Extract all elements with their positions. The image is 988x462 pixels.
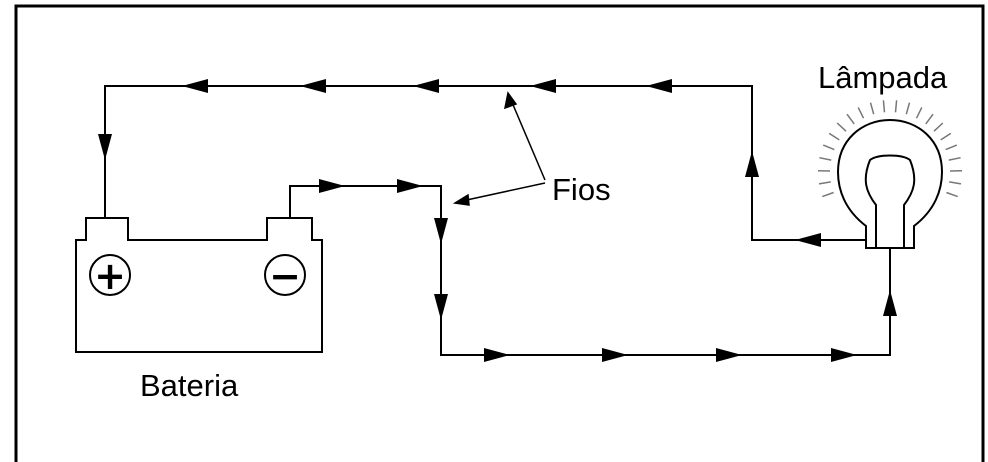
light-bulb-icon: [817, 100, 963, 249]
arrow-icon: [300, 79, 326, 93]
arrow-icon: [397, 179, 423, 193]
glow-ray: [945, 144, 958, 151]
lamp-label: Lâmpada: [818, 60, 948, 95]
wire-bottom: [289, 185, 891, 356]
positive-terminal: [89, 254, 131, 296]
arrow-icon: [434, 294, 448, 320]
arrow-icon: [182, 79, 208, 93]
arrow-icon: [98, 134, 112, 160]
arrow-icon: [646, 79, 672, 93]
glow-ray: [933, 122, 944, 132]
glow-ray: [905, 102, 911, 115]
glow-ray: [818, 181, 831, 185]
glow-ray: [940, 132, 952, 141]
arrow-icon: [434, 218, 448, 244]
arrow-icon: [831, 348, 857, 362]
glow-ray: [819, 156, 832, 161]
glow-ray: [949, 181, 962, 185]
glow-ray: [948, 156, 961, 161]
battery-icon: + −: [75, 217, 323, 353]
arrow-icon: [745, 151, 759, 177]
glow-ray: [869, 102, 875, 115]
wire-top: [104, 85, 866, 241]
arrow-icon: [795, 233, 821, 247]
glow-ray: [946, 191, 958, 198]
glow-ray: [846, 113, 855, 125]
arrow-icon: [413, 79, 439, 93]
negative-terminal: [264, 254, 306, 296]
glow-ray: [828, 132, 840, 141]
bulb-glass: [836, 118, 944, 249]
glow-rays: [817, 100, 963, 198]
glow-ray: [894, 100, 898, 113]
glow-ray: [836, 122, 847, 132]
negative-sign: −: [269, 254, 301, 298]
glow-ray: [857, 107, 865, 119]
wires-label: Fios: [552, 172, 611, 207]
arrow-icon: [319, 179, 345, 193]
arrow-icon: [602, 348, 628, 362]
glow-ray: [925, 113, 934, 125]
diagram-frame: [14, 4, 985, 462]
arrow-icon: [883, 290, 897, 316]
glow-ray: [822, 144, 835, 151]
positive-sign: +: [94, 254, 126, 298]
glow-ray: [822, 191, 834, 198]
arrow-icon: [716, 348, 742, 362]
bulb-filament: [864, 154, 916, 248]
battery-label: Bateria: [140, 368, 239, 403]
glow-ray: [915, 107, 923, 119]
arrow-icon: [484, 348, 510, 362]
current-arrows: [98, 79, 897, 362]
arrow-icon: [530, 79, 556, 93]
wires-callout: [452, 91, 546, 206]
glow-ray: [882, 100, 886, 113]
